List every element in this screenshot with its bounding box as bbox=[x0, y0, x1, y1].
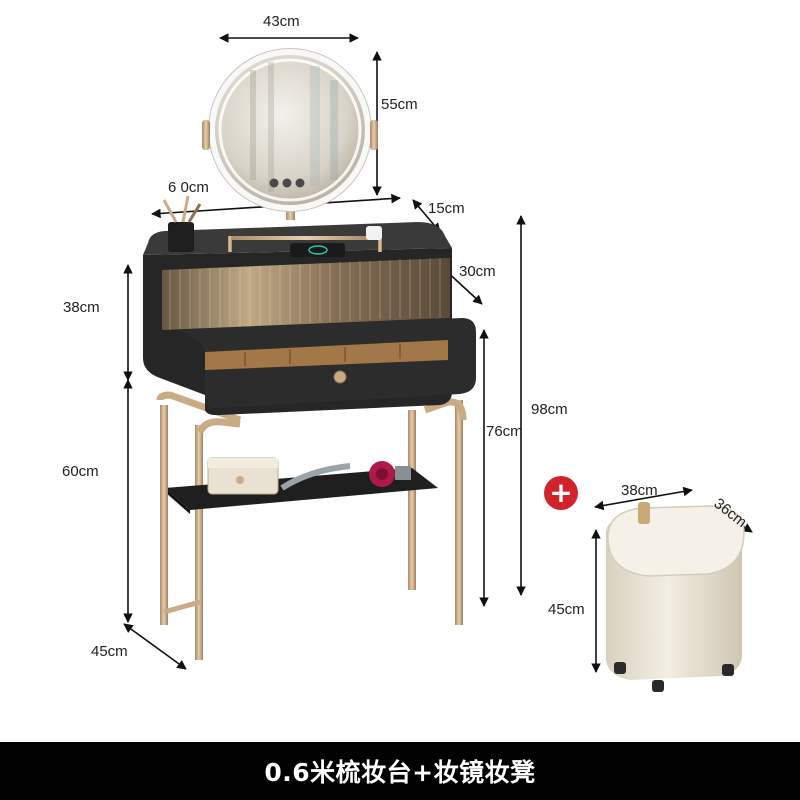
dim-cabinet-height: 38cm bbox=[63, 299, 100, 316]
dim-table-depth: 45cm bbox=[91, 643, 128, 660]
touch-buttons bbox=[269, 178, 305, 188]
shelf-items bbox=[207, 457, 411, 495]
dressing-table bbox=[143, 195, 476, 660]
dim-stool-width: 38cm bbox=[621, 482, 658, 499]
wireless-charger bbox=[290, 243, 345, 257]
dim-stool-height: 45cm bbox=[548, 601, 585, 618]
dim-cabinet-depth: 30cm bbox=[459, 263, 496, 280]
storage-stool bbox=[605, 502, 745, 692]
dim-lower-height: 60cm bbox=[62, 463, 99, 480]
dim-top-depth: 15cm bbox=[428, 200, 465, 217]
drawer-knob bbox=[333, 370, 347, 384]
dim-leg-height: 76cm bbox=[486, 423, 523, 440]
round-led-mirror bbox=[202, 48, 378, 220]
dim-total-height: 98cm bbox=[531, 401, 568, 418]
caption-bar: 0.6米梳妆台+妆镜妆凳 bbox=[0, 742, 800, 800]
product-caption: 0.6米梳妆台+妆镜妆凳 bbox=[264, 758, 536, 787]
dim-table-width: 6 0cm bbox=[168, 179, 209, 196]
dim-mirror-height: 55cm bbox=[381, 96, 418, 113]
dim-mirror-width: 43cm bbox=[263, 13, 300, 30]
plus-icon: + bbox=[544, 476, 578, 510]
